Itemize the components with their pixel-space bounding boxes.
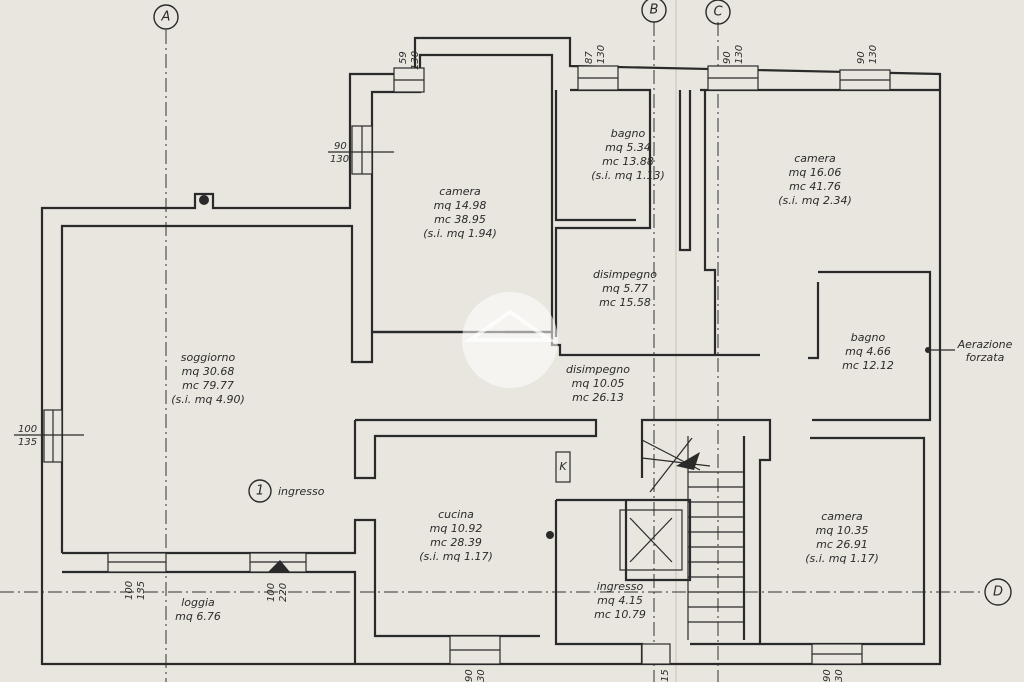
- svg-text:100: 100: [124, 581, 135, 600]
- room-cucina: cucina mq 10.92 mc 28.39 (s.i. mq 1.17): [419, 508, 493, 563]
- gas-meter-symbol: [546, 531, 554, 539]
- room-name: disimpegno: [566, 363, 630, 376]
- svg-text:B: B: [650, 3, 659, 18]
- room-camera-1: camera mq 14.98 mc 38.95 (s.i. mq 1.94): [423, 185, 497, 240]
- room-area: mq 4.66: [845, 345, 891, 358]
- room-window-area: (s.i. mq 2.34): [778, 194, 852, 207]
- room-volume: mc 41.76: [789, 180, 841, 193]
- svg-text:59: 59: [398, 51, 409, 64]
- entry-number: 1: [256, 484, 264, 499]
- walls: [40, 36, 942, 666]
- room-volume: mc 28.39: [430, 536, 482, 549]
- svg-text:A: A: [161, 10, 171, 25]
- room-window-area: (s.i. mq 1.17): [419, 550, 493, 563]
- room-volume: mc 26.13: [572, 391, 624, 404]
- room-volume: mc 26.91: [816, 538, 868, 551]
- chimney-symbol: [199, 195, 209, 205]
- svg-text:C: C: [713, 5, 723, 20]
- room-area: mq 10.92: [430, 522, 483, 535]
- svg-text:100: 100: [266, 583, 277, 602]
- room-loggia: loggia mq 6.76: [175, 596, 221, 623]
- room-area: mq 6.76: [175, 610, 221, 623]
- svg-text:90: 90: [822, 669, 833, 682]
- room-name: ingresso: [597, 580, 644, 593]
- svg-text:130: 130: [868, 45, 879, 64]
- svg-text:130: 130: [596, 45, 607, 64]
- room-area: mq 10.05: [572, 377, 625, 390]
- room-volume: mc 15.58: [599, 296, 651, 309]
- vent-symbol: [925, 347, 931, 353]
- svg-text:15: 15: [660, 669, 671, 682]
- svg-text:forzata: forzata: [966, 351, 1005, 364]
- svg-text:90: 90: [856, 51, 867, 64]
- svg-text:100: 100: [18, 424, 37, 435]
- room-area: mq 4.15: [597, 594, 643, 607]
- room-soggiorno: soggiorno mq 30.68 mc 79.77 (s.i. mq 4.9…: [171, 351, 245, 406]
- room-window-area: (s.i. mq 1.94): [423, 227, 497, 240]
- room-volume: mc 38.95: [434, 213, 486, 226]
- room-name: camera: [821, 510, 863, 523]
- room-volume: mc 13.88: [602, 155, 654, 168]
- svg-text:Aerazione: Aerazione: [957, 338, 1013, 351]
- svg-text:90: 90: [334, 141, 347, 152]
- svg-text:90: 90: [464, 669, 475, 682]
- axis-marker-a: A: [153, 4, 179, 30]
- room-window-area: (s.i. mq 4.90): [171, 393, 245, 406]
- stair-arrow-icon: [676, 452, 700, 470]
- svg-text:D: D: [993, 585, 1003, 600]
- room-volume: mc 12.12: [842, 359, 894, 372]
- windows: [43, 65, 891, 665]
- watermark-logo: [462, 292, 558, 388]
- svg-text:135: 135: [136, 581, 147, 600]
- svg-text:135: 135: [18, 437, 37, 448]
- entry-label: ingresso: [278, 485, 325, 498]
- room-bagno-1: bagno mq 5.34 mc 13.88 (s.i. mq 1.13): [591, 127, 665, 182]
- room-volume: mc 79.77: [182, 379, 234, 392]
- room-name: camera: [439, 185, 481, 198]
- opening-dims: 59 130 87 130 90 130 90 130 90 130 100 1…: [14, 45, 879, 682]
- room-name: bagno: [851, 331, 886, 344]
- room-name: loggia: [181, 596, 215, 609]
- room-name: soggiorno: [181, 351, 236, 364]
- svg-text:90: 90: [722, 51, 733, 64]
- room-name: bagno: [611, 127, 646, 140]
- axis-lines: [0, 22, 982, 682]
- room-area: mq 5.34: [605, 141, 651, 154]
- room-name: camera: [794, 152, 836, 165]
- aeration-note: Aerazione forzata: [957, 338, 1013, 364]
- room-area: mq 14.98: [434, 199, 487, 212]
- room-area: mq 16.06: [789, 166, 842, 179]
- room-ingresso-2: ingresso mq 4.15 mc 10.79: [594, 580, 646, 621]
- svg-text:30: 30: [834, 669, 845, 682]
- axis-marker-d: D: [984, 578, 1012, 606]
- room-name: disimpegno: [593, 268, 657, 281]
- svg-text:220: 220: [278, 583, 289, 602]
- entry-arrow-icon: [268, 560, 290, 572]
- svg-text:130: 130: [410, 51, 421, 70]
- k-symbol: K: [559, 460, 567, 473]
- svg-text:130: 130: [734, 45, 745, 64]
- room-disimpegno-1: disimpegno mq 5.77 mc 15.58: [593, 268, 657, 309]
- entry-marker: 1 ingresso: [248, 479, 325, 503]
- room-volume: mc 10.79: [594, 608, 646, 621]
- axis-marker-b: B: [641, 0, 667, 23]
- room-bagno-2: bagno mq 4.66 mc 12.12: [842, 331, 894, 372]
- room-area: mq 5.77: [602, 282, 648, 295]
- room-disimpegno-2: disimpegno mq 10.05 mc 26.13: [566, 363, 630, 404]
- axis-marker-c: C: [705, 0, 731, 25]
- room-area: mq 10.35: [816, 524, 869, 537]
- room-window-area: (s.i. mq 1.13): [591, 169, 665, 182]
- svg-text:30: 30: [476, 669, 487, 682]
- room-window-area: (s.i. mq 1.17): [805, 552, 879, 565]
- svg-text:87: 87: [584, 51, 595, 64]
- room-camera-2: camera mq 16.06 mc 41.76 (s.i. mq 2.34): [778, 152, 852, 207]
- room-name: cucina: [438, 508, 474, 521]
- room-camera-3: camera mq 10.35 mc 26.91 (s.i. mq 1.17): [805, 510, 879, 565]
- svg-text:130: 130: [330, 154, 349, 165]
- room-area: mq 30.68: [182, 365, 235, 378]
